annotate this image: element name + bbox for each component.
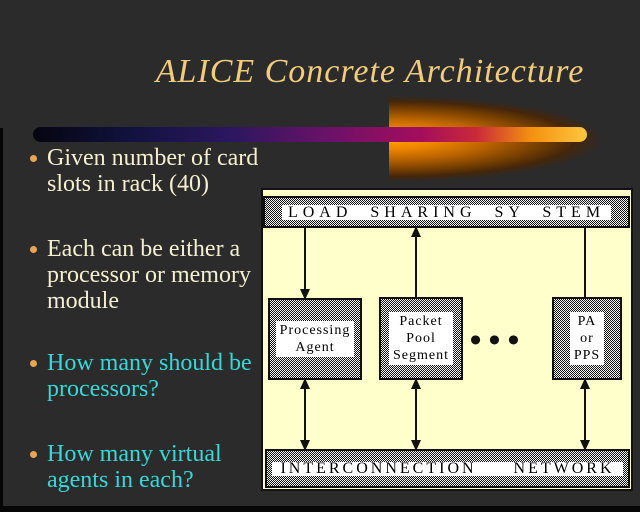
arrow-packet-pool-to-bar (411, 226, 421, 298)
bullet-item-how-many-processors: How many should be processors? (30, 350, 265, 402)
processing-agent-label: Processing Agent (275, 321, 355, 357)
bullet-item-card-slots: Given number of card slots in rack (40) (30, 145, 265, 197)
gradient-divider-bar (33, 127, 587, 142)
bullet-item-processor-or-memory: Each can be either a processor or memory… (30, 236, 265, 314)
pa-or-pps-box: PA or PPS (552, 297, 622, 380)
bullet-text: How many virtual agents in each? (47, 441, 222, 493)
load-sharing-system-bar: LOAD SHARING SY STEM (263, 196, 630, 228)
packet-pool-segment-label: Packet Pool Segment (389, 312, 453, 365)
arrow-bar-to-processing-agent (300, 228, 310, 300)
bullet-text: Each can be either a processor or memory… (47, 236, 251, 314)
bullet-text: How many should be processors? (47, 350, 252, 402)
slide-left-edge (0, 128, 3, 512)
arrow-pa-pps-to-network (580, 378, 590, 451)
interconnection-network-bar: INTERCONNECTION NETWORK (265, 449, 630, 488)
packet-pool-segment-box: Packet Pool Segment (379, 297, 463, 380)
ellipsis-dots: ••• (469, 322, 527, 359)
arrow-processing-agent-to-network (300, 378, 310, 451)
slide-bottom-edge (0, 506, 640, 512)
bullet-dot-icon (30, 451, 37, 458)
pa-or-pps-label: PA or PPS (569, 312, 605, 365)
processing-agent-box: Processing Agent (268, 298, 362, 380)
bullet-item-virtual-agents: How many virtual agents in each? (30, 441, 265, 493)
bullet-text: Given number of card slots in rack (40) (47, 145, 259, 197)
page-title: ALICE Concrete Architecture (155, 53, 585, 90)
arrow-packet-pool-to-network (411, 378, 421, 451)
bullet-dot-icon (30, 246, 37, 253)
bullet-dot-icon (30, 360, 37, 367)
load-sharing-system-label: LOAD SHARING SY STEM (281, 204, 612, 220)
interconnection-network-label: INTERCONNECTION NETWORK (272, 460, 623, 476)
bullet-dot-icon (30, 155, 37, 162)
connector-bar-to-pa-pps (584, 228, 586, 298)
architecture-diagram-panel: LOAD SHARING SY STEM Processing Agent Pa… (261, 188, 633, 491)
